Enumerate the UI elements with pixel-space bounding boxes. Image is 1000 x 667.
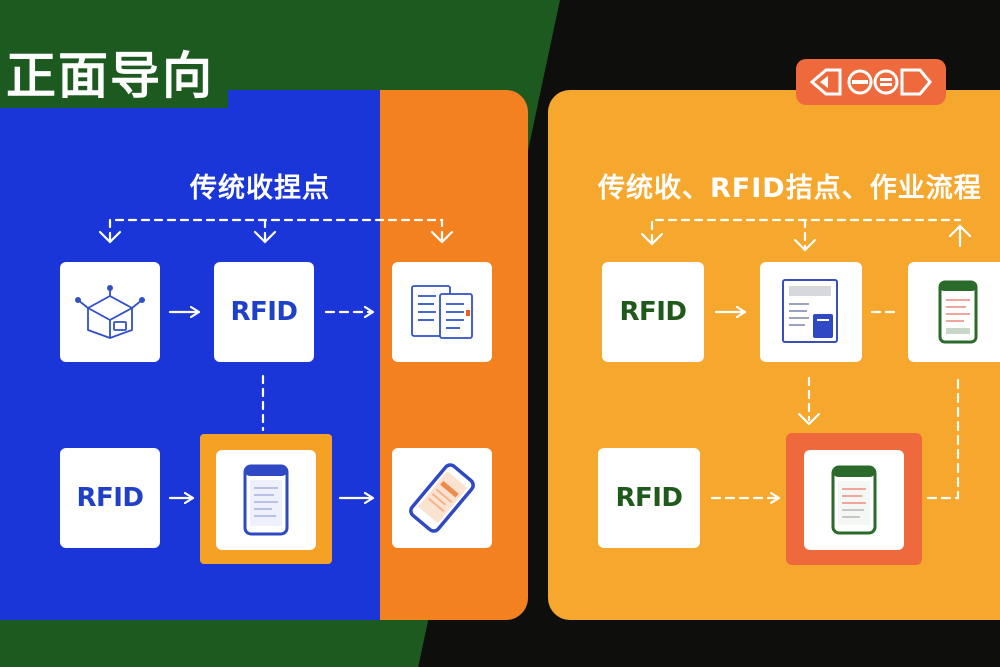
logo-glyphs bbox=[810, 68, 932, 96]
right-card-phone-top[interactable] bbox=[908, 262, 1000, 362]
right-card-phone-bottom[interactable] bbox=[804, 450, 904, 550]
left-card-package[interactable] bbox=[60, 262, 160, 362]
left-card-phone[interactable] bbox=[216, 450, 316, 550]
left-panel-heading: 传统收捏点 bbox=[190, 173, 330, 204]
rfid-label: RFID bbox=[619, 297, 687, 327]
tilted-smartphone-icon bbox=[409, 463, 475, 533]
left-card-rfid-top[interactable]: RFID bbox=[214, 262, 314, 362]
document-form-icon bbox=[782, 279, 838, 343]
tag-logo-icon bbox=[796, 59, 946, 105]
smartphone-icon bbox=[831, 465, 877, 535]
smartphone-icon bbox=[243, 464, 289, 536]
rfid-label: RFID bbox=[230, 297, 298, 327]
rfid-label: RFID bbox=[615, 483, 683, 513]
smartphone-icon bbox=[938, 280, 978, 344]
rfid-tag-package-icon bbox=[75, 285, 145, 339]
left-card-document[interactable] bbox=[392, 262, 492, 362]
left-card-rfid-bottom[interactable]: RFID bbox=[60, 448, 160, 548]
rfid-label: RFID bbox=[76, 483, 144, 513]
page-title: 正面导向 bbox=[0, 44, 228, 108]
document-list-icon bbox=[411, 285, 473, 339]
right-card-rfid-top[interactable]: RFID bbox=[602, 262, 704, 362]
left-card-tilted-phone[interactable] bbox=[392, 448, 492, 548]
right-card-document[interactable] bbox=[760, 262, 862, 362]
right-panel-heading: 传统收、RFID拮点、作业流程 bbox=[598, 173, 982, 204]
right-card-rfid-bottom[interactable]: RFID bbox=[598, 448, 700, 548]
